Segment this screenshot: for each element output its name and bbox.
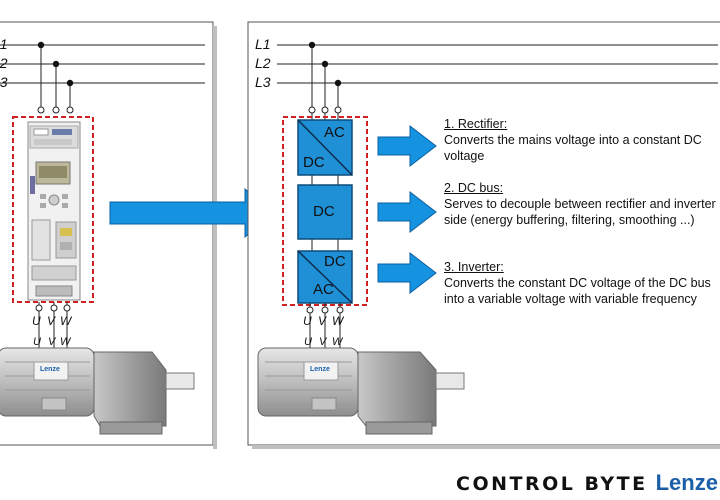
dcbus-annotation: 2. DC bus: Serves to decouple between re…: [444, 180, 720, 228]
dcbus-heading: 2. DC bus:: [444, 181, 504, 195]
rectifier-arrow: [377, 124, 437, 168]
right-motor-label-u: U: [303, 314, 312, 328]
right-motor-label-v: V: [318, 314, 327, 328]
left-motor-label-w: W: [60, 314, 72, 328]
motor-right: [257, 347, 465, 435]
rectifier-description: Converts the mains voltage into a consta…: [444, 133, 702, 163]
inverter-device: [27, 121, 81, 301]
motor-left: [0, 347, 195, 435]
right-panel: [247, 21, 720, 449]
left-motor-label-u2: U: [33, 336, 41, 348]
right-motor-label-w2: W: [332, 336, 343, 348]
inverter-description: Converts the constant DC voltage of the …: [444, 276, 711, 306]
right-motor-brand: Lenze: [310, 366, 330, 373]
left-motor-brand: Lenze: [40, 366, 60, 373]
left-phase-label-l3: L3: [0, 74, 8, 90]
left-motor-label-u: U: [32, 314, 41, 328]
right-phase-label-l2: L2: [255, 55, 271, 71]
dcbus-arrow: [377, 190, 437, 234]
right-motor-label-v2: V: [319, 336, 327, 348]
rectifier-ac-label: AC: [324, 124, 345, 141]
rectifier-dc-label: DC: [303, 154, 325, 171]
drive-outline-dashed: [12, 116, 94, 303]
left-phase-label-l2: L2: [0, 55, 8, 71]
dc-bus-block: [297, 184, 353, 240]
left-motor-label-v: V: [47, 314, 56, 328]
right-panel-shadow: [252, 445, 720, 449]
right-phase-label-l1: L1: [255, 36, 271, 52]
right-phase-label-l3: L3: [255, 74, 271, 90]
left-motor-label-v2: V: [48, 336, 56, 348]
rectifier-annotation: 1. Rectifier: Converts the mains voltage…: [444, 116, 720, 164]
control-byte-logo: CONTROL BYTE: [456, 473, 648, 495]
inverter-annotation: 3. Inverter: Converts the constant DC vo…: [444, 259, 720, 307]
inverter-heading: 3. Inverter:: [444, 260, 504, 274]
left-motor-label-w2: W: [60, 336, 71, 348]
footer-brand: CONTROL BYTE Lenze: [456, 470, 718, 498]
inverter-ac-label: AC: [313, 281, 334, 298]
inverter-block: [297, 250, 353, 304]
left-phase-label-l1: L1: [0, 36, 8, 52]
dcbus-dc-label: DC: [313, 203, 335, 220]
inverter-dc-label: DC: [324, 253, 346, 270]
dcbus-description: Serves to decouple between rectifier and…: [444, 197, 716, 227]
lenze-logo: Lenze: [655, 470, 718, 495]
left-panel: [0, 21, 217, 449]
left-panel-shadow: [213, 26, 217, 449]
rectifier-block: [297, 119, 353, 176]
rectifier-heading: 1. Rectifier:: [444, 117, 508, 131]
inverter-arrow: [377, 251, 437, 295]
right-motor-label-w: W: [332, 314, 344, 328]
right-motor-label-u2: U: [304, 336, 312, 348]
